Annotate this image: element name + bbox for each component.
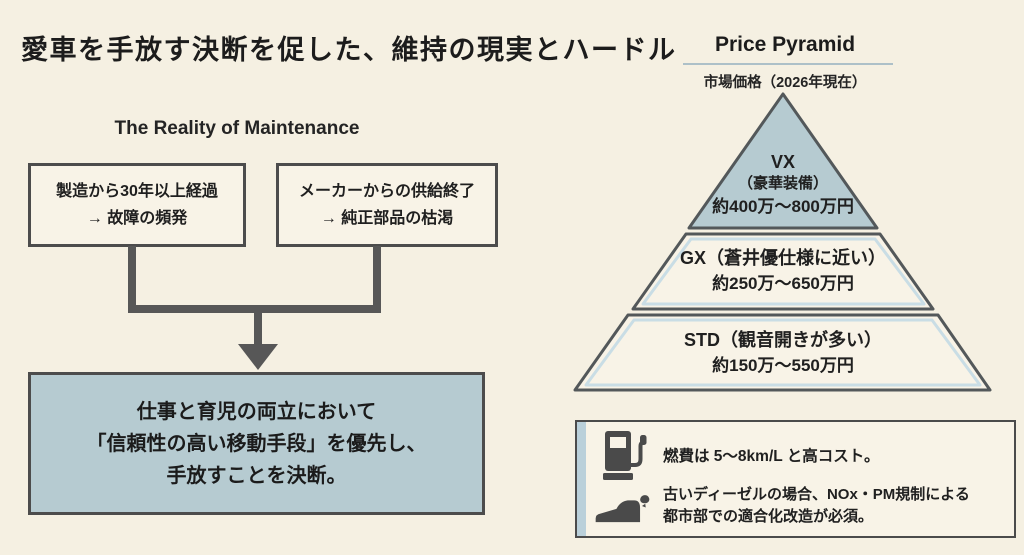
merge-arrowhead-icon xyxy=(238,344,278,370)
pyramid-title: Price Pyramid xyxy=(714,33,856,56)
car-exhaust-icon xyxy=(595,495,650,523)
tier-vx-note: （豪華装備） xyxy=(737,175,828,192)
pyramid-tier-std-label: STD（観音開きが多い） 約150万〜550万円 xyxy=(628,327,938,379)
cause-box-supply: メーカーからの供給終了 → 純正部品の枯渇 xyxy=(276,163,498,247)
tier-vx-price: 約400万〜800万円 xyxy=(712,197,854,216)
cost-note-box: 燃費は 5〜8km/L と高コスト。 古いディーゼルの場合、NOx・PM規制によ… xyxy=(575,420,1016,538)
cost-regulation-line2: 都市部での適合化改造が必須。 xyxy=(663,508,874,525)
pyramid-subtitle: 市場価格（2026年現在） xyxy=(703,75,867,91)
merge-connector-line xyxy=(128,246,381,313)
cause-box-supply-line2: → 純正部品の枯渇 xyxy=(320,210,454,227)
pyramid-title-underline xyxy=(683,63,893,65)
merge-arrow-group xyxy=(128,246,381,370)
cost-fuel-text: 燃費は 5〜8km/L と高コスト。 xyxy=(663,448,880,465)
cause-box-aging-line2: → 故障の頻発 xyxy=(86,210,188,227)
pyramid-tier-vx-label: VX （豪華装備） 約400万〜800万円 xyxy=(683,151,883,220)
tier-std-name: STD（観音開きが多い） xyxy=(684,330,882,350)
cost-regulation-text: 古いディーゼルの場合、NOx・PM規制による 都市部での適合化改造が必須。 xyxy=(663,484,970,528)
fuel-pump-icon xyxy=(603,431,647,480)
cost-box-accent-bar xyxy=(577,422,586,536)
pyramid-tier-gx-label: GX（蒼井優仕様に近い） 約250万〜650万円 xyxy=(633,245,933,297)
page-title: 愛車を手放す決断を促した、維持の現実とハードル xyxy=(21,35,677,65)
tier-gx-name: GX（蒼井優仕様に近い） xyxy=(679,248,886,268)
cause-box-aging-line1: 製造から30年以上経過 xyxy=(56,182,218,200)
tier-vx-name: VX xyxy=(770,152,795,172)
tier-std-price: 約150万〜550万円 xyxy=(712,356,854,375)
conclusion-line1: 仕事と育児の両立において xyxy=(136,400,377,423)
tier-gx-price: 約250万〜650万円 xyxy=(712,274,854,293)
conclusion-box: 仕事と育児の両立において 「信頼性の高い移動手段」を優先し、 手放すことを決断。 xyxy=(28,372,485,515)
conclusion-line3: 手放すことを決断。 xyxy=(166,464,347,487)
cause-box-aging: 製造から30年以上経過 → 故障の頻発 xyxy=(28,163,246,247)
conclusion-line2: 「信頼性の高い移動手段」を優先し、 xyxy=(86,432,427,455)
cause-box-supply-line1: メーカーからの供給終了 xyxy=(298,182,475,200)
cost-regulation-line1: 古いディーゼルの場合、NOx・PM規制による xyxy=(663,486,970,503)
maintenance-heading: The Reality of Maintenance xyxy=(114,118,360,139)
